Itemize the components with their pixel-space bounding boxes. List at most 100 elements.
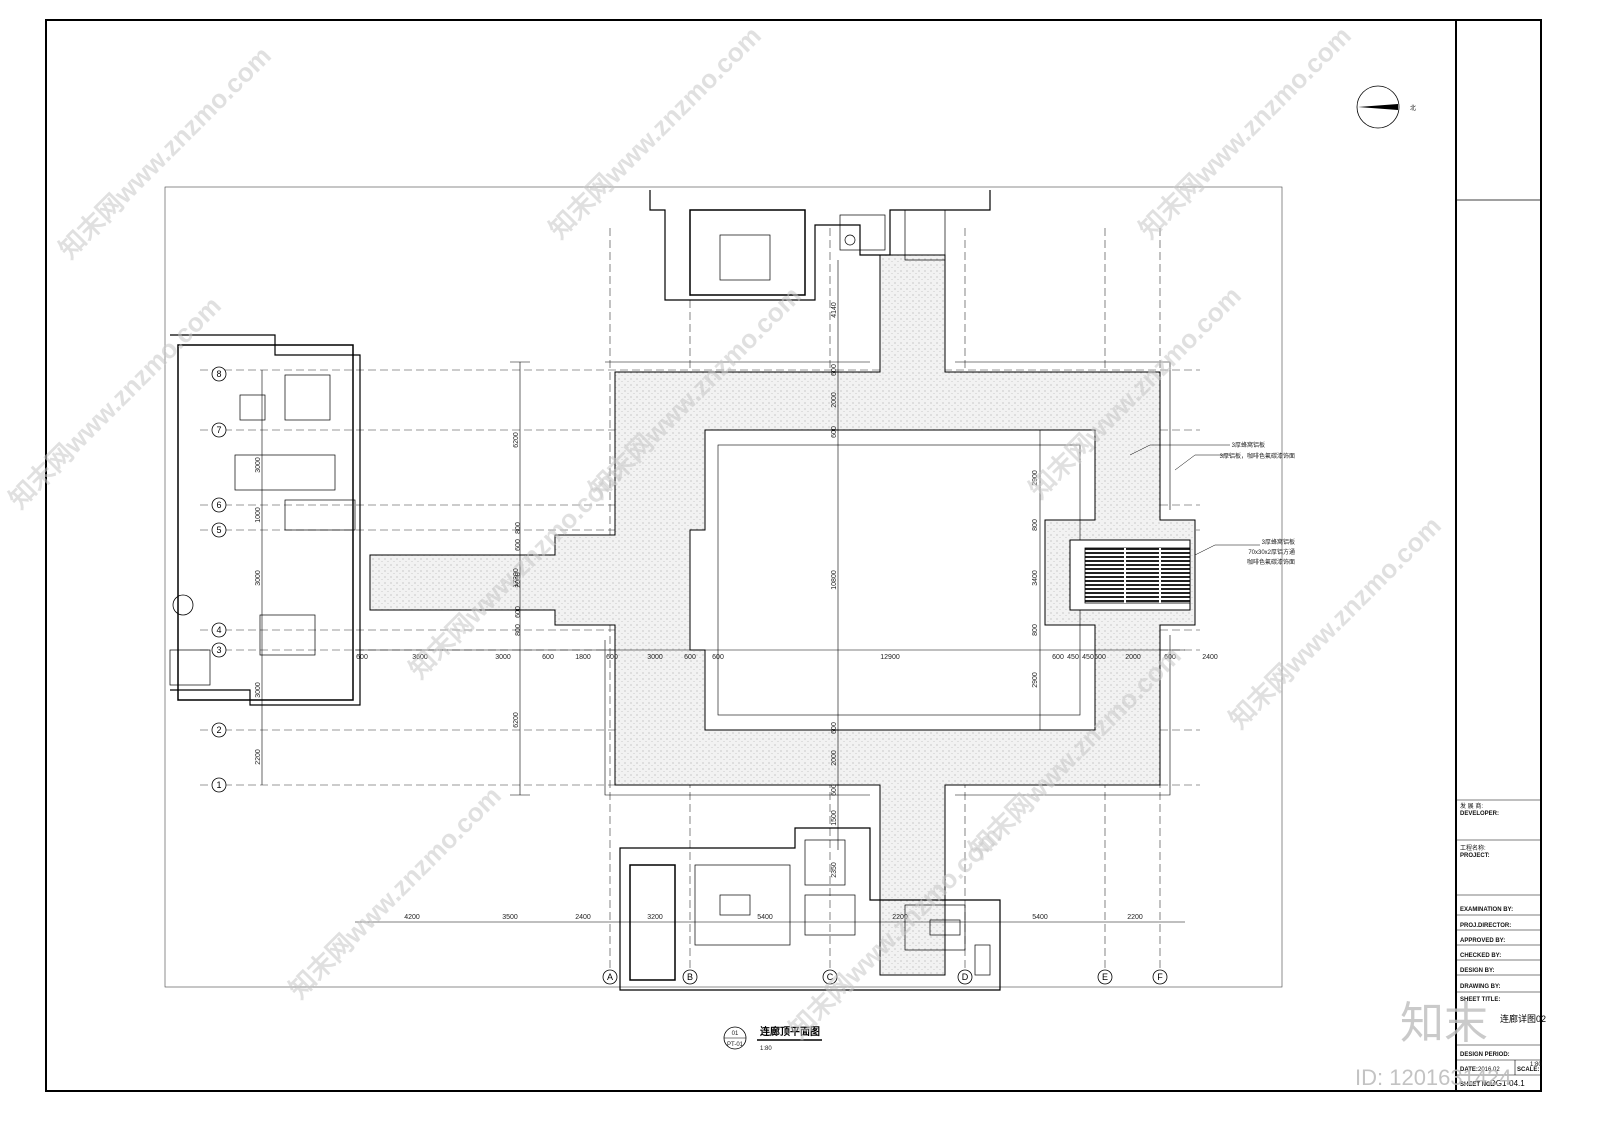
dim-label: 600 (1094, 654, 1106, 661)
annotation-3: 3厚蜂窝铝板 (1262, 538, 1295, 546)
dim-label: 450 (1067, 654, 1079, 661)
grid-bubble-8: 8 (211, 366, 227, 382)
dim-label: 5400 (1032, 914, 1048, 921)
dims-vertical-right: 2900 800 3400 800 2900 (1032, 470, 1039, 688)
tb-project: PROJECT: (1460, 853, 1490, 859)
grid-bubble-label: A (607, 972, 613, 982)
dim-label: 600 (712, 654, 724, 661)
grid-bubble-label: 8 (216, 369, 221, 379)
dim-label: 600 (684, 654, 696, 661)
dim-label: 4140 (831, 302, 838, 318)
grid-bubble-label: 6 (216, 500, 221, 510)
dim-label: 2000 (831, 392, 838, 408)
title-block-border (1455, 19, 1542, 1092)
annotation-2: 3厚铝板，咖啡色氟碳漆饰面 (1220, 452, 1295, 460)
tb-approved: APPROVED BY: (1460, 938, 1505, 944)
id-text: ID: 1201631424 (1355, 1065, 1512, 1090)
dim-label: 1500 (831, 810, 838, 826)
dim-label: 5400 (757, 914, 773, 921)
dim-label: 450 (1082, 654, 1094, 661)
tb-sheet-title: 连廊详图02 (1500, 1013, 1546, 1024)
grid-bubble-c: C (822, 969, 838, 985)
dim-label: 3000 (255, 570, 262, 586)
tb-sheet-no-label: SHEET NO.: (1460, 1082, 1494, 1088)
annotation-4: 70x30x2厚铝方通 (1248, 548, 1295, 556)
dim-label: 600 (1164, 654, 1176, 661)
dim-label: 3000 (647, 654, 663, 661)
dim-label: 600 (356, 654, 368, 661)
grid-bubble-label: E (1102, 972, 1108, 982)
grid-bubble-label: C (827, 972, 834, 982)
dim-label: 3600 (412, 654, 428, 661)
dim-label: 2900 (1032, 672, 1039, 688)
grid-bubble-label: 3 (216, 645, 221, 655)
dimension-lines (261, 260, 1185, 923)
grid-bubble-e: E (1097, 969, 1113, 985)
grid-bubble-a: A (602, 969, 618, 985)
tb-scale: 1:80 (1530, 1062, 1542, 1068)
dim-label: 2000 (515, 572, 522, 588)
dim-label: 2400 (1202, 654, 1218, 661)
grid-bubble-label: 4 (216, 625, 221, 635)
dim-label: 3000 (495, 654, 511, 661)
grid-bubble-6: 6 (211, 497, 227, 513)
watermark-text: 知末网www.znzmo.com (1133, 20, 1357, 244)
dim-label: 2200 (255, 749, 262, 765)
drawing-ref-sheet: PT-01 (727, 1042, 744, 1048)
dim-label: 2900 (1032, 470, 1039, 486)
drawing-title-block: 01 PT-01 连廊顶平面图 1:80 (723, 1025, 822, 1052)
dim-label: 600 (831, 784, 838, 796)
dim-label: 800 (515, 522, 522, 534)
north-arrow: 北 (1356, 85, 1416, 129)
dim-label: 3200 (647, 914, 663, 921)
tb-developer-cn: 发 展 商: (1460, 802, 1483, 810)
dim-label: 2400 (575, 914, 591, 921)
north-label: 北 (1410, 104, 1416, 112)
tb-examination: EXAMINATION BY: (1460, 907, 1513, 913)
dim-label: 2000 (1125, 654, 1141, 661)
dim-label: 3400 (1032, 570, 1039, 586)
dim-label: 17200 (513, 568, 520, 588)
building-top (649, 190, 991, 301)
watermark-text: 知末网www.znzmo.com (283, 780, 507, 1004)
grid-bubble-label: D (962, 972, 969, 982)
grid-bubble-7: 7 (211, 422, 227, 438)
grid-bubble-f: F (1152, 969, 1168, 985)
dim-label: 6200 (513, 432, 520, 448)
tb-sheet-no: DG1-04.1 (1490, 1079, 1525, 1088)
drawing-title: 连廊顶平面图 (760, 1025, 820, 1038)
dim-label: 600 (1052, 654, 1064, 661)
dim-label: 800 (1032, 519, 1039, 531)
grid-bubble-4: 4 (211, 622, 227, 638)
dim-label: 800 (1032, 624, 1039, 636)
tb-date-label: DATE: (1460, 1067, 1478, 1073)
dim-label: 800 (515, 624, 522, 636)
dim-label: 1800 (575, 654, 591, 661)
title-block-rows (1456, 799, 1541, 1076)
grid-bubble-5: 5 (211, 522, 227, 538)
tb-checked: CHECKED BY: (1460, 953, 1501, 959)
tb-projdirector: PROJ.DIRECTOR: (1460, 923, 1511, 929)
grid-bubble-label: 5 (216, 525, 221, 535)
grid-bubble-label: 2 (216, 725, 221, 735)
dim-label: 3500 (502, 914, 518, 921)
dim-label: 2200 (892, 914, 908, 921)
drawing-ref-num: 01 (732, 1031, 739, 1037)
watermark-text: 知末网www.znzmo.com (1223, 510, 1447, 734)
grid-bubble-2: 2 (211, 722, 227, 738)
annotation-1: 3厚蜂窝铝板 (1232, 441, 1265, 449)
dim-label: 12900 (880, 654, 900, 661)
dim-label: 10800 (831, 570, 838, 590)
tb-date: 2016.02 (1478, 1067, 1500, 1073)
dim-label: 3000 (255, 682, 262, 698)
dim-label: 600 (831, 722, 838, 734)
grid-bubble-label: F (1157, 972, 1163, 982)
building-bottom (619, 827, 1001, 991)
tb-drawing: DRAWING BY: (1460, 984, 1501, 990)
